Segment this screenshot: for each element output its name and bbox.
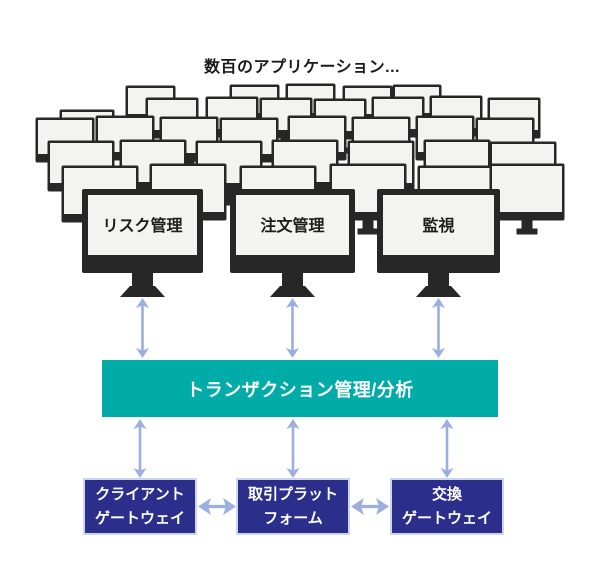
arrow-trading-exchange [351, 498, 389, 515]
background-monitor-part [362, 220, 374, 230]
exchange-gateway-label-line2: ゲートウェイ [401, 509, 492, 527]
background-monitor-part [521, 220, 533, 230]
arrow-monitors-middleware-2 [286, 298, 299, 358]
background-monitor-part [492, 166, 562, 212]
arrow-monitors-middleware-3 [432, 298, 445, 358]
arrow-client-trading [198, 498, 236, 515]
client-gateway-label-line2: ゲートウェイ [94, 509, 185, 527]
client-gateway-label-line1: クライアント [95, 486, 185, 504]
background-monitor-part [223, 191, 235, 201]
arrow-middleware-trading-platform [286, 419, 300, 478]
monitor-pile [35, 83, 565, 237]
background-monitor-part [516, 228, 538, 235]
arrow-middleware-client-gateway [133, 419, 147, 478]
trading-platform-box: 取引プラット フォーム [236, 478, 350, 535]
monitor-order-management: 注文管理 [230, 189, 355, 297]
monitor-label: 注文管理 [260, 216, 324, 235]
middleware-box: トランザクション管理/分析 [102, 360, 498, 417]
background-monitor-part [218, 199, 240, 206]
monitor-label: 監視 [422, 216, 454, 235]
exchange-gateway-box: 交換 ゲートウェイ [390, 478, 504, 535]
monitor-risk-management: リスク管理 [82, 189, 203, 297]
trading-platform-label-line2: フォーム [263, 509, 323, 527]
exchange-gateway-label-line1: 交換 [431, 486, 462, 504]
middleware-label: トランザクション管理/分析 [186, 379, 414, 400]
monitor-label: リスク管理 [102, 216, 182, 235]
arrow-middleware-exchange-gateway [440, 419, 454, 478]
background-monitor-part [357, 228, 379, 235]
client-gateway-box: クライアント ゲートウェイ [83, 478, 197, 535]
diagram-title: 数百のアプリケーション... [203, 59, 401, 76]
trading-platform-label-line1: 取引プラット [247, 486, 338, 504]
monitor-monitoring: 監視 [377, 189, 500, 297]
arrow-monitors-middleware-1 [136, 298, 149, 358]
